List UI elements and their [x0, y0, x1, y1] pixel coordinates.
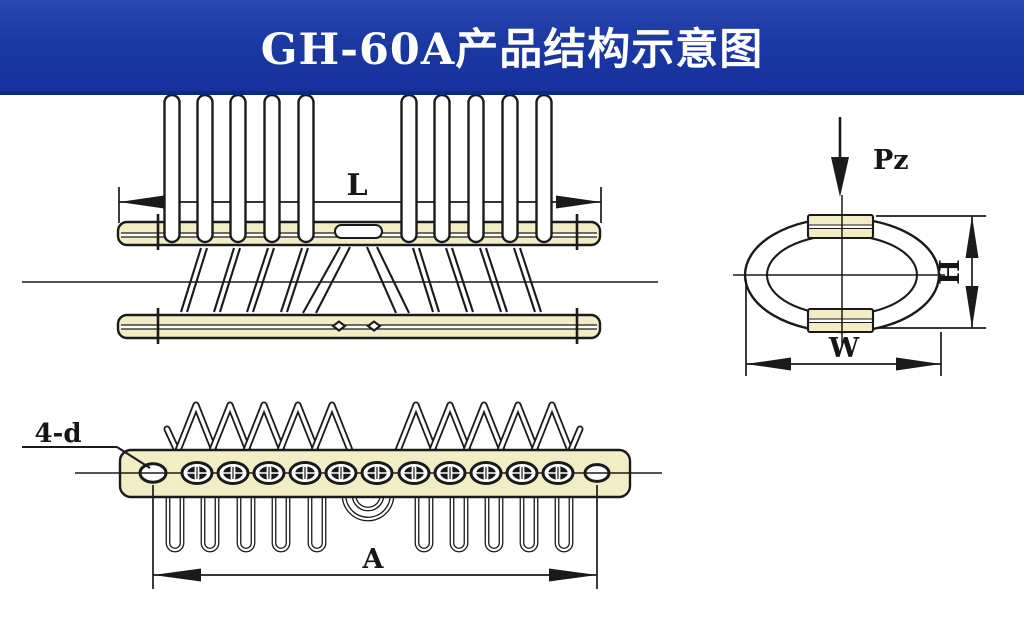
wire-u-loops [168, 494, 571, 550]
wire-rope-diagonals-left [179, 247, 309, 313]
side-view-bottom-bar [116, 313, 602, 340]
top-bar-slot [333, 223, 384, 240]
wire-rope-diagonals-right [411, 247, 542, 313]
end-view-top-block [806, 213, 875, 240]
page-title: GH-60A产品结构示意图 [260, 24, 764, 75]
load-arrow-pz: Pz [831, 117, 909, 197]
title-bar: GH-60A产品结构示意图 [0, 0, 1024, 95]
arrowhead-left [746, 357, 791, 371]
arrowhead-down [831, 157, 849, 197]
dimension-a: A [152, 485, 598, 589]
dimension-h: H [876, 215, 986, 329]
arrowhead-left [119, 195, 164, 209]
leader-line [116, 446, 151, 469]
side-view: L [22, 93, 658, 346]
dimension-l: L [118, 168, 602, 223]
arrowhead-down [965, 286, 979, 328]
arrowhead-right [896, 357, 941, 371]
dimension-w: W [745, 279, 942, 376]
label-w: W [828, 333, 860, 364]
diagram-canvas: L [22, 93, 986, 589]
arrowhead-up [965, 216, 979, 258]
wire-center-arcs [341, 494, 395, 522]
wire-rope-center-v [302, 246, 410, 314]
label-l: L [346, 168, 367, 203]
label-a: A [362, 544, 385, 575]
end-view-bottom-block [806, 307, 875, 334]
arrowhead-left [153, 568, 201, 582]
top-view: 4-d A [22, 405, 662, 589]
bottom-bar-hole-left [331, 320, 347, 332]
arrowhead-right [549, 568, 597, 582]
rope-clamp-grommets [180, 461, 575, 485]
label-4d: 4-d [34, 419, 81, 449]
callout-4d: 4-d [22, 419, 151, 469]
bottom-bar-hole-right [366, 320, 382, 332]
arrowhead-right [556, 195, 601, 209]
end-view: Pz H [733, 117, 986, 376]
label-pz: Pz [873, 145, 909, 176]
label-h: H [935, 259, 966, 285]
